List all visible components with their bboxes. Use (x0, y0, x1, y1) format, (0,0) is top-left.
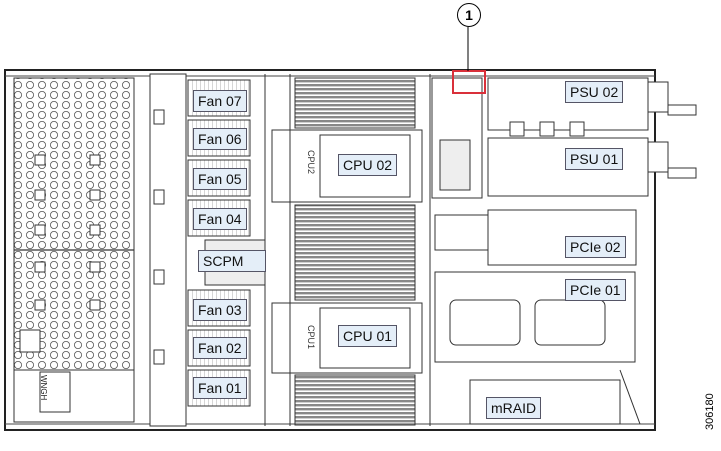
fan-07-label: Fan 07 (193, 90, 247, 112)
drive-bay-screws (34, 154, 101, 311)
fan-03-label: Fan 03 (193, 299, 247, 321)
fan-02-label: Fan 02 (193, 337, 247, 359)
cpu-01-label: CPU 01 (338, 325, 398, 347)
cpu-heatsinks (271, 129, 423, 374)
drive-bay-area (13, 77, 135, 421)
fan-06-label: Fan 06 (193, 128, 247, 150)
fan-05-label: Fan 05 (193, 168, 247, 190)
psu-02-label: PSU 02 (565, 81, 624, 103)
chassis-mark: WNGH (39, 375, 48, 401)
pcie-02-label: PCIe 02 (565, 236, 626, 258)
psu-01-label: PSU 01 (565, 148, 624, 170)
scpm-label: SCPM (198, 250, 267, 272)
cpu1-side-mark: CPU1 (306, 325, 316, 350)
psu-handles (647, 81, 697, 179)
dimm-banks (294, 77, 416, 426)
pcie-01-label: PCIe 01 (565, 279, 626, 301)
fan-04-label: Fan 04 (193, 208, 247, 230)
mraid-label: mRAID (486, 397, 542, 419)
cpu-02-label: CPU 02 (338, 154, 398, 176)
cpu2-side-mark: CPU2 (306, 150, 316, 175)
figure-id: 306180 (704, 393, 716, 430)
fan-01-label: Fan 01 (193, 377, 247, 399)
callout-number: 1 (457, 3, 481, 27)
callout-highlight-box (452, 70, 486, 94)
